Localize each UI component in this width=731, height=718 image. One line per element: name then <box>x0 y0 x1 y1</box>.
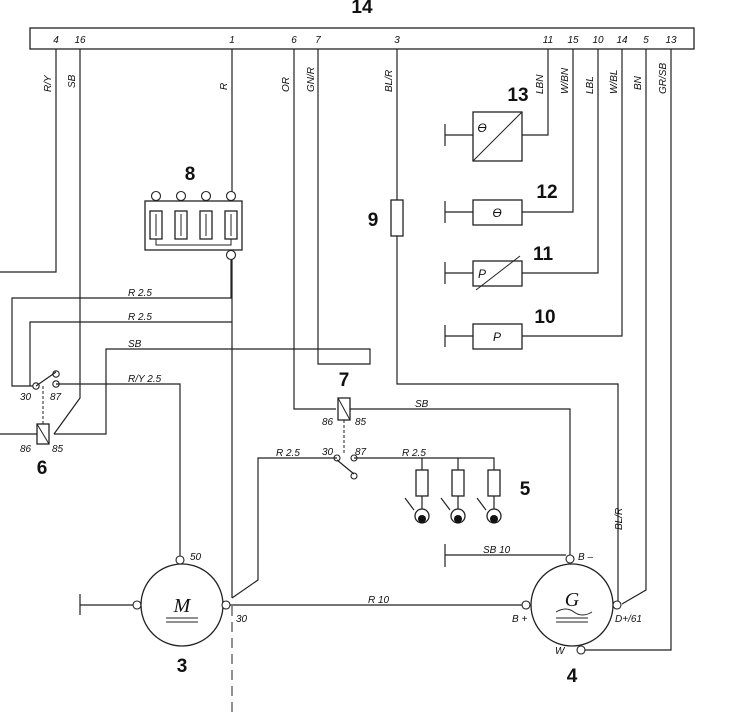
wire-color-lbn: LBN <box>535 74 546 94</box>
wire-label-r25-b: R 2.5 <box>128 312 152 323</box>
label-fuse-box: 8 <box>185 164 196 185</box>
symbol-p-b: P <box>493 330 501 344</box>
wire-r25-b <box>29 321 232 386</box>
pin-5: 5 <box>643 35 649 46</box>
wire-color-blr: BL/R <box>384 70 395 92</box>
term-b-minus: B – <box>578 552 593 563</box>
wire-label-r25-a: R 2.5 <box>128 288 152 299</box>
wire-color-gnr: GN/R <box>306 67 317 92</box>
wire-color-lbl: LBL <box>585 76 596 94</box>
wire-pin13 <box>585 49 672 651</box>
wire-relay7-sb <box>350 408 571 555</box>
wire-pin14 <box>522 49 623 337</box>
wire-pin10 <box>522 49 599 274</box>
wire-color-r: R <box>219 83 230 90</box>
fuel-gauge <box>444 255 523 291</box>
label-connector: 14 <box>351 0 373 18</box>
glow-plugs <box>404 458 502 524</box>
wire-pin11 <box>522 49 549 136</box>
pin-6: 6 <box>291 35 297 46</box>
label-glow-plugs: 5 <box>520 479 531 500</box>
wire-label-sb10: SB 10 <box>483 545 511 556</box>
wire-color-or: OR <box>281 77 292 92</box>
label-fuel-gauge: 11 <box>533 244 554 265</box>
wire-color-sb: SB <box>67 74 78 88</box>
term-30-relay7: 30 <box>322 447 334 458</box>
starter-motor <box>79 555 231 647</box>
pin-16: 16 <box>74 35 86 46</box>
term-30-relay6: 30 <box>20 392 32 403</box>
resistor <box>390 199 404 237</box>
label-relay: 7 <box>339 370 350 391</box>
symbol-generator: G <box>565 589 580 611</box>
pin-1: 1 <box>229 35 235 46</box>
wire-pin7 <box>54 49 371 435</box>
wire-pin6 <box>293 49 336 410</box>
wire-color-ry: R/Y <box>43 74 54 92</box>
pin-10: 10 <box>592 35 604 46</box>
wire-label-blr: BL/R <box>614 508 625 530</box>
symbol-theta-b: ϴ <box>492 206 501 220</box>
pin-11: 11 <box>543 35 553 46</box>
term-87-relay6: 87 <box>50 392 62 403</box>
pin-4: 4 <box>53 35 59 46</box>
wire-color-wbn: W/BN <box>560 67 571 94</box>
pin-7: 7 <box>315 35 321 46</box>
label-start-relay: 6 <box>37 458 48 479</box>
wire-label-r25-d: R 2.5 <box>402 448 426 459</box>
alternator <box>521 554 622 655</box>
label-resistor: 9 <box>368 210 379 231</box>
wire-label-ry25: R/Y 2.5 <box>128 374 162 385</box>
term-85-relay6: 85 <box>52 444 64 455</box>
connector-bar <box>29 27 695 50</box>
wire-pin15 <box>522 49 574 213</box>
pin-15: 15 <box>567 35 579 46</box>
wire-pin3-lower <box>396 236 619 604</box>
wire-pin16 <box>53 49 81 435</box>
label-temp-switch: 13 <box>507 85 528 106</box>
start-relay <box>0 370 60 445</box>
wire-relay6-87-to-50 <box>56 383 181 560</box>
wire-color-bn: BN <box>633 75 644 90</box>
term-30-starter: 30 <box>236 614 248 625</box>
wire-label-r10: R 10 <box>368 595 390 606</box>
pin-13: 13 <box>665 35 677 46</box>
wire-relay7-30-to-starter <box>231 457 337 599</box>
term-b-plus: B + <box>512 614 527 625</box>
term-d-plus: D+/61 <box>615 614 642 625</box>
wire-pin4 <box>0 49 57 273</box>
label-temp-gauge: 12 <box>536 182 557 203</box>
temp-switch <box>444 111 523 162</box>
fuse-box-fuses <box>149 190 238 261</box>
wire-label-sb-relay: SB <box>415 399 429 410</box>
term-86-relay7: 86 <box>322 417 334 428</box>
pin-3: 3 <box>394 35 400 46</box>
term-w: W <box>555 646 566 657</box>
term-85-relay7: 85 <box>355 417 367 428</box>
wire-sb10 <box>444 544 566 567</box>
symbol-motor: M <box>173 595 192 617</box>
symbol-p-a: P <box>478 267 486 281</box>
term-50: 50 <box>190 552 202 563</box>
wire-label-sb: SB <box>128 339 142 350</box>
symbol-theta-a: ϴ <box>477 121 486 135</box>
term-86-relay6: 86 <box>20 444 32 455</box>
temp-gauge <box>444 199 523 226</box>
wire-label-r25-c: R 2.5 <box>276 448 300 459</box>
wire-pin5 <box>621 49 647 605</box>
wire-fuse-to-relay6 <box>11 260 232 387</box>
wire-color-grsb: GR/SB <box>658 63 669 94</box>
term-87-relay7: 87 <box>355 447 367 458</box>
oil-pressure-gauge <box>444 323 523 350</box>
label-alternator: 4 <box>567 666 578 687</box>
relay-7 <box>333 397 358 480</box>
wire-color-wbl: W/BL <box>609 70 620 94</box>
wire-relay7-87-to-bulbs <box>354 457 495 470</box>
label-starter: 3 <box>177 656 188 677</box>
pin-14: 14 <box>616 35 628 46</box>
label-oil-pressure: 10 <box>534 307 555 328</box>
